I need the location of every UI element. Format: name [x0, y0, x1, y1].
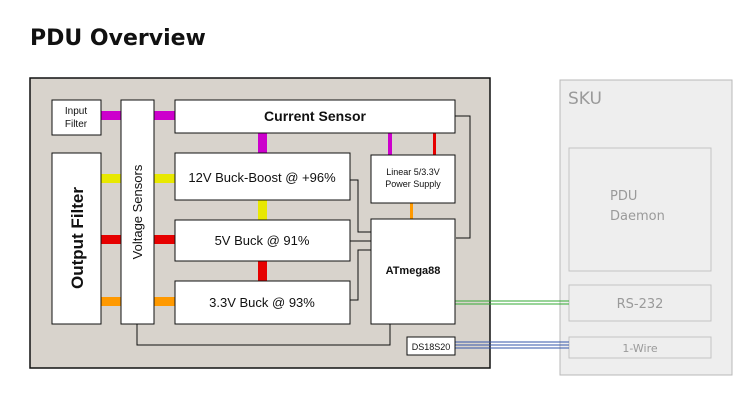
rail-5v-output — [101, 235, 121, 244]
one-wire-link — [455, 341, 569, 349]
serial-link — [455, 300, 569, 305]
sku-title: SKU — [568, 89, 602, 109]
pdu-daemon-box — [568, 147, 712, 272]
rail-12v-sense — [154, 174, 175, 183]
mcu-box — [370, 218, 456, 325]
page-title: PDU Overview — [30, 26, 206, 51]
linear-supply-label-line2: Power Supply — [385, 179, 441, 189]
voltage-sensors-label: Voltage Sensors — [130, 164, 145, 259]
wire-3v3-to-mcu — [350, 249, 372, 301]
input-filter-label-line2: Filter — [65, 119, 88, 130]
output-filter-label: Output Filter — [68, 187, 87, 289]
input-filter-box — [51, 99, 102, 136]
rail-current-to-linear — [388, 133, 392, 155]
mcu-label: ATmega88 — [386, 265, 441, 277]
linear-supply-label-line1: Linear 5/3.3V — [386, 167, 440, 177]
wire-voltage-sensors-to-mcu — [136, 324, 391, 346]
rail-12v-output — [101, 174, 121, 183]
input-rail-a — [101, 111, 121, 120]
buck-boost-12v-label: 12V Buck-Boost @ +96% — [188, 170, 336, 185]
rail-5v-to-3v3 — [258, 261, 267, 281]
linear-supply-box — [370, 154, 456, 204]
buck-3v3-box — [174, 280, 351, 325]
buck-5v-label: 5V Buck @ 91% — [215, 233, 310, 248]
voltage-sensors-box — [120, 99, 155, 325]
rs232-label: RS-232 — [617, 297, 664, 312]
one-wire-label: 1-Wire — [622, 342, 657, 355]
temp-sensor-label: DS18S20 — [412, 342, 451, 352]
buck-5v-box — [174, 219, 351, 262]
wire-12v-to-mcu — [350, 179, 372, 233]
rail-current-to-12v — [258, 133, 267, 153]
pdu-daemon-label-line2: Daemon — [610, 209, 665, 224]
rail-3v3-sense — [154, 297, 175, 306]
current-sensor-label: Current Sensor — [264, 108, 366, 124]
rail-linear-to-mcu — [410, 203, 413, 219]
pdu-daemon-label-line1: PDU — [610, 189, 637, 204]
power-rails — [101, 111, 436, 306]
rail-5v-to-linear — [433, 133, 436, 155]
wire-current-to-mcu — [455, 115, 471, 239]
rail-3v3-output — [101, 297, 121, 306]
rs232-box — [568, 284, 712, 322]
signal-wires — [136, 115, 471, 346]
input-rail-b — [154, 111, 175, 120]
rail-12v-to-5v — [258, 200, 267, 220]
buck-boost-12v-box — [174, 152, 351, 201]
rail-5v-sense — [154, 235, 175, 244]
temp-sensor-box — [406, 336, 456, 356]
buck-3v3-label: 3.3V Buck @ 93% — [209, 295, 315, 310]
current-sensor-box — [174, 99, 456, 134]
input-filter-label-line1: Input — [65, 106, 87, 117]
output-filter-box — [51, 152, 102, 325]
